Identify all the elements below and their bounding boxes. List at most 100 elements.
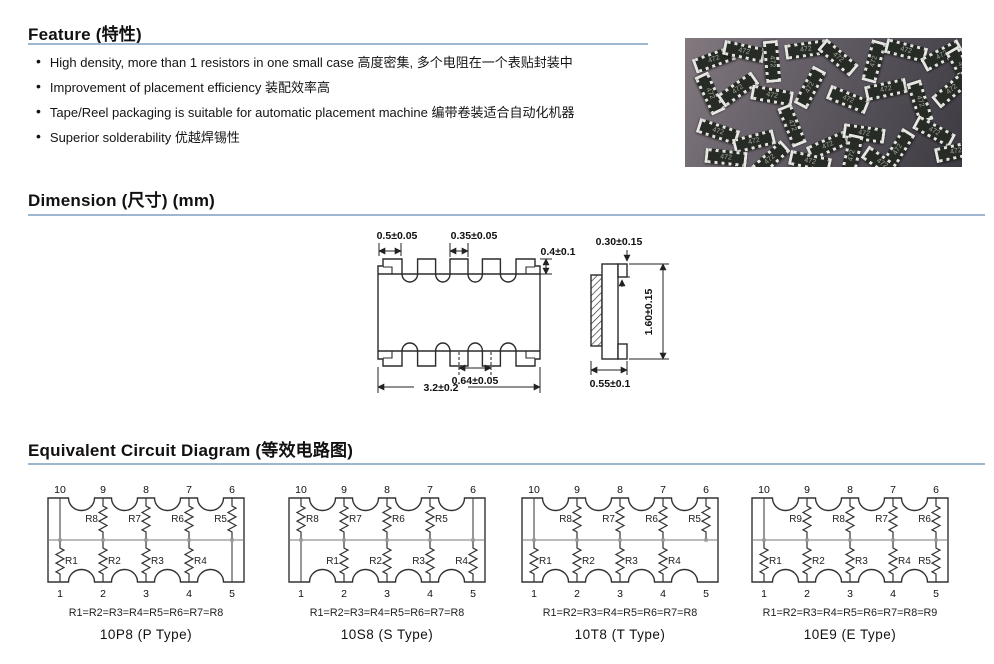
resistor-label-R3: R3 bbox=[855, 556, 868, 567]
resistor-chip: 472 bbox=[793, 65, 827, 110]
resistor-label-R6: R6 bbox=[645, 514, 658, 525]
junction-dot bbox=[934, 538, 938, 542]
resistor-label-R4: R4 bbox=[668, 556, 681, 567]
resistor-label-R5: R5 bbox=[214, 514, 227, 525]
resistor-label-R4: R4 bbox=[898, 556, 911, 567]
resistor-label-R7: R7 bbox=[875, 514, 888, 525]
resistor-R2 bbox=[381, 540, 393, 582]
resistor-R4 bbox=[467, 540, 479, 582]
resistor-label-R6: R6 bbox=[918, 514, 931, 525]
resistor-label-R8: R8 bbox=[559, 514, 572, 525]
resistor-R6 bbox=[183, 498, 195, 540]
resistor-label-R1: R1 bbox=[539, 556, 552, 567]
type-name: 10T8 (T Type) bbox=[575, 627, 666, 642]
pin-number-top: 7 bbox=[660, 484, 666, 496]
resistor-chip: 472 bbox=[911, 115, 957, 148]
resistor-label-R7: R7 bbox=[602, 514, 615, 525]
resistor-label-R8: R8 bbox=[306, 514, 319, 525]
junction-dot bbox=[230, 538, 234, 542]
feature-bullet: Superior solderability 优越焊锡性 bbox=[36, 125, 681, 150]
resistor-label-R8: R8 bbox=[85, 514, 98, 525]
resistor-label-R3: R3 bbox=[625, 556, 638, 567]
resistor-label-R5: R5 bbox=[918, 556, 931, 567]
resistor-equation: R1=R2=R3=R4=R5=R6=R7=R8 bbox=[69, 607, 224, 619]
resistor-R5 bbox=[700, 498, 712, 540]
junction-dot bbox=[618, 538, 622, 542]
pin-number-top: 8 bbox=[384, 484, 390, 496]
feature-list: High density, more than 1 resistors in o… bbox=[36, 50, 681, 150]
resistor-R8 bbox=[295, 498, 307, 540]
resistor-label-R2: R2 bbox=[108, 556, 121, 567]
pin-number-top: 10 bbox=[758, 484, 770, 496]
resistor-R7 bbox=[140, 498, 152, 540]
feature-bullet: Tape/Reel packaging is suitable for auto… bbox=[36, 100, 681, 125]
junction-dot bbox=[471, 538, 475, 542]
resistor-label-R5: R5 bbox=[435, 514, 448, 525]
pin-number-top: 9 bbox=[804, 484, 810, 496]
resistor-R8 bbox=[844, 498, 856, 540]
pin-number-bottom: 3 bbox=[847, 588, 853, 600]
chip-body-outline bbox=[288, 497, 486, 583]
resistor-label-R2: R2 bbox=[582, 556, 595, 567]
resistor-R2 bbox=[97, 540, 109, 582]
resistor-label-R9: R9 bbox=[789, 514, 802, 525]
resistor-R1 bbox=[54, 540, 66, 582]
pin-number-top: 9 bbox=[100, 484, 106, 496]
pin-number-bottom: 5 bbox=[703, 588, 709, 600]
junction-dot bbox=[575, 538, 579, 542]
junction-dot bbox=[762, 538, 766, 542]
pin-number-top: 6 bbox=[229, 484, 235, 496]
resistor-label-R1: R1 bbox=[326, 556, 339, 567]
dim-side-thickness: 0.55±0.1 bbox=[590, 378, 631, 390]
feature-underline bbox=[28, 43, 648, 45]
dim-body-width: 1.60±0.15 bbox=[643, 289, 655, 336]
resistor-R6 bbox=[930, 498, 942, 540]
pin-number-bottom: 3 bbox=[617, 588, 623, 600]
dimension-heading: Dimension (尺寸) (mm) bbox=[28, 191, 216, 210]
resistor-equation: R1=R2=R3=R4=R5=R6=R7=R8 bbox=[543, 607, 698, 619]
resistor-label-R2: R2 bbox=[369, 556, 382, 567]
resistor-R5 bbox=[930, 540, 942, 582]
pin-number-top: 10 bbox=[528, 484, 540, 496]
resistor-label-R3: R3 bbox=[151, 556, 164, 567]
pin-number-top: 6 bbox=[703, 484, 709, 496]
pin-number-top: 9 bbox=[574, 484, 580, 496]
pin-number-top: 7 bbox=[427, 484, 433, 496]
resistor-R4 bbox=[657, 540, 669, 582]
junction-dot bbox=[428, 538, 432, 542]
type-name: 10S8 (S Type) bbox=[341, 627, 434, 642]
resistor-R4 bbox=[887, 540, 899, 582]
type-name: 10P8 (P Type) bbox=[100, 627, 192, 642]
dimension-lines bbox=[377, 243, 669, 393]
pin-number-bottom: 4 bbox=[427, 588, 433, 600]
pin-number-top: 8 bbox=[847, 484, 853, 496]
resistor-label-R1: R1 bbox=[65, 556, 78, 567]
pin-number-bottom: 1 bbox=[531, 588, 537, 600]
resistor-R8 bbox=[97, 498, 109, 540]
resistor-R7 bbox=[338, 498, 350, 540]
circuit-heading: Equivalent Circuit Diagram (等效电路图) bbox=[28, 441, 354, 460]
pin-number-bottom: 2 bbox=[804, 588, 810, 600]
chip-body-outline bbox=[47, 497, 245, 583]
resistor-R7 bbox=[614, 498, 626, 540]
resistor-R2 bbox=[801, 540, 813, 582]
pin-number-bottom: 2 bbox=[341, 588, 347, 600]
pin-number-top: 8 bbox=[617, 484, 623, 496]
pin-number-top: 7 bbox=[890, 484, 896, 496]
pin-number-bottom: 1 bbox=[298, 588, 304, 600]
junction-dot bbox=[532, 538, 536, 542]
pin-number-bottom: 1 bbox=[57, 588, 63, 600]
resistor-label-R2: R2 bbox=[812, 556, 825, 567]
chip-body-outline bbox=[751, 497, 949, 583]
junction-dot bbox=[58, 538, 62, 542]
resistor-R1 bbox=[758, 540, 770, 582]
pin-number-top: 10 bbox=[54, 484, 66, 496]
resistor-chip: 472 bbox=[931, 70, 962, 109]
junction-dot bbox=[299, 538, 303, 542]
resistor-R9 bbox=[801, 498, 813, 540]
